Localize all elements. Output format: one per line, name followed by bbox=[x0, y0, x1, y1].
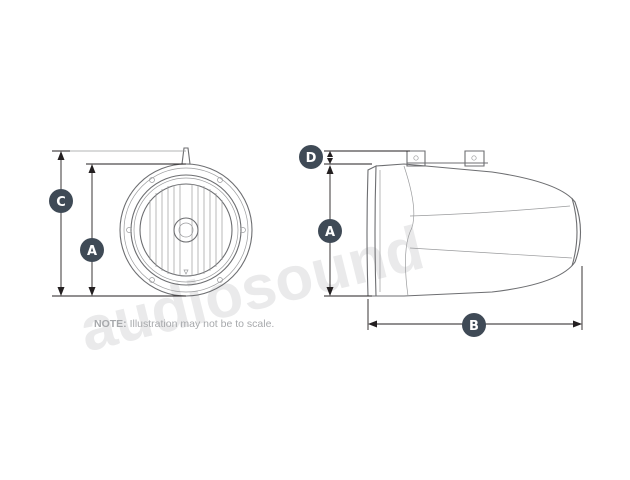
label-a-side: A bbox=[325, 225, 335, 240]
grille-lines bbox=[149, 184, 223, 276]
badge-d: D bbox=[299, 145, 323, 169]
label-c: C bbox=[56, 195, 66, 210]
front-dimensions bbox=[52, 150, 186, 297]
label-d: D bbox=[306, 151, 317, 166]
badge-a-front: A bbox=[80, 238, 104, 262]
scale-note: NOTE: Illustration may not be to scale. bbox=[94, 318, 274, 330]
note-prefix: NOTE: bbox=[94, 318, 127, 330]
badge-c: C bbox=[49, 189, 73, 213]
front-view-speaker bbox=[60, 147, 253, 297]
label-b: B bbox=[469, 319, 479, 334]
badge-a-side: A bbox=[318, 219, 342, 243]
badge-b: B bbox=[462, 313, 486, 337]
label-a-front: A bbox=[87, 244, 97, 259]
note-body: Illustration may not be to scale. bbox=[127, 318, 275, 330]
side-view-speaker bbox=[366, 150, 582, 297]
